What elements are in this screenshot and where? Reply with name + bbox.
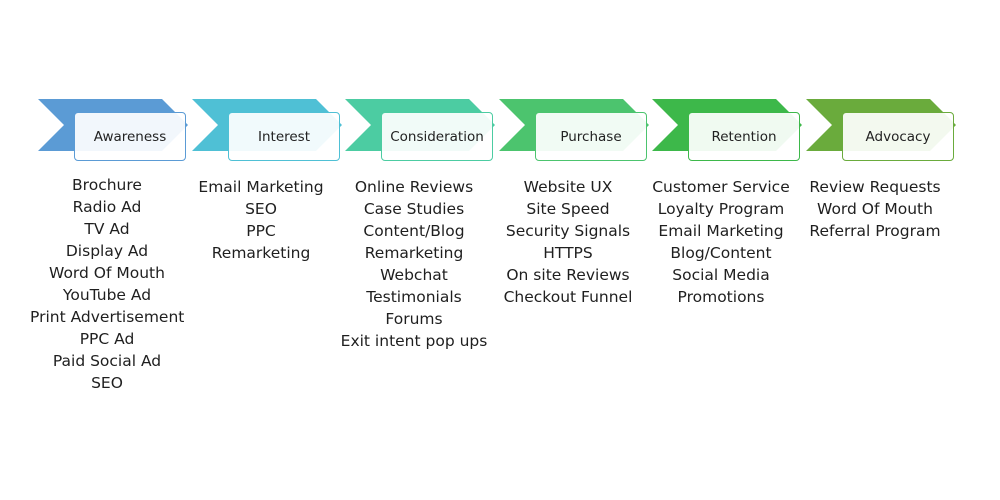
list-item: Radio Ad [72,198,142,216]
stage-title: Retention [711,128,777,145]
list-item: Word Of Mouth [49,264,165,282]
stage-title: Purchase [560,128,622,145]
stage-title: Advocacy [865,128,931,145]
list-item: Email Marketing [198,178,324,196]
list-item: Promotions [677,288,765,306]
stage-title: Consideration [390,128,484,145]
list-item: Remarketing [211,244,311,262]
list-item: Exit intent pop ups [340,332,488,350]
list-item: SEO [245,200,277,218]
list-item: Site Speed [526,200,610,218]
stage-title: Awareness [93,128,167,145]
list-item: Email Marketing [658,222,784,240]
list-item: YouTube Ad [62,286,152,304]
list-item: Display Ad [65,242,149,260]
list-item: Social Media [672,266,770,284]
list-item: Content/Blog [363,222,465,240]
list-item: Brochure [72,176,142,194]
list-item: Webchat [380,266,448,284]
list-item: Blog/Content [670,244,772,262]
list-item: Forums [385,310,443,328]
stage-title: Interest [257,128,311,145]
list-item: Print Advertisement [30,308,185,326]
list-item: Checkout Funnel [503,288,633,306]
list-item: Website UX [523,178,613,196]
stage-label-box: Purchase [535,112,647,161]
list-item: Referral Program [809,222,941,240]
stage-label-box: Consideration [381,112,493,161]
list-item: SEO [91,374,123,392]
list-item: Paid Social Ad [52,352,162,370]
stage-label-box: Interest [228,112,340,161]
stage-label-box: Awareness [74,112,186,161]
list-item: PPC [246,222,276,240]
list-item: TV Ad [84,220,130,238]
list-item: Case Studies [363,200,465,218]
list-item: Loyalty Program [657,200,785,218]
list-item: Customer Service [652,178,790,196]
list-item: Review Requests [809,178,941,196]
list-item: Word Of Mouth [817,200,933,218]
list-item: Remarketing [364,244,464,262]
list-item: Testimonials [366,288,462,306]
list-item: HTTPS [543,244,593,262]
list-item: On site Reviews [506,266,630,284]
list-item: Security Signals [505,222,631,240]
list-item: PPC Ad [79,330,135,348]
stage-label-box: Advocacy [842,112,954,161]
list-item: Online Reviews [354,178,474,196]
stage-label-box: Retention [688,112,800,161]
